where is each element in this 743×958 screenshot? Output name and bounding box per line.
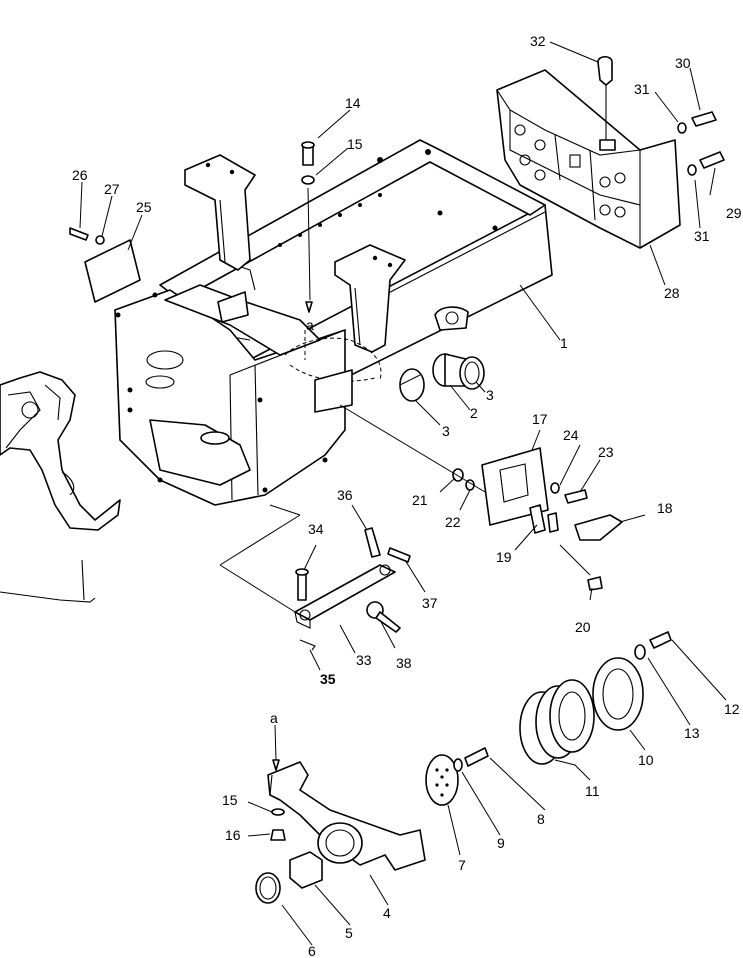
label-part-10: 10 (638, 752, 654, 768)
reference-mark-a-bottom: a (270, 710, 278, 726)
label-part-33: 33 (356, 652, 372, 668)
rear-axle-support (255, 724, 426, 904)
frame-bolt-holes (115, 149, 498, 493)
label-part-3-left: 3 (442, 423, 450, 439)
counterweight (496, 55, 681, 249)
label-part-12: 12 (724, 701, 740, 717)
label-part-37: 37 (422, 595, 438, 611)
label-part-8: 8 (537, 811, 545, 827)
reference-mark-a-top: a (306, 317, 314, 333)
label-part-15-bottom: 15 (222, 792, 238, 808)
label-part-24: 24 (563, 427, 579, 443)
label-part-2: 2 (470, 405, 478, 421)
label-part-26: 26 (72, 167, 88, 183)
label-part-11: 11 (585, 783, 600, 799)
label-part-18: 18 (657, 500, 673, 516)
label-part-17: 17 (532, 411, 548, 427)
label-part-23: 23 (598, 444, 614, 460)
link-bar-assembly (294, 527, 411, 651)
label-part-21: 21 (412, 492, 428, 508)
leader-lines (79, 41, 727, 946)
label-part-31-top: 31 (634, 81, 650, 97)
main-frame (114, 139, 553, 506)
label-part-35: 35 (320, 671, 336, 687)
label-part-28: 28 (664, 285, 680, 301)
pivot-bushing-and-seals (399, 353, 485, 402)
label-part-16: 16 (225, 827, 241, 843)
label-part-27: 27 (104, 181, 120, 197)
label-part-36: 36 (337, 487, 353, 503)
label-part-32: 32 (530, 33, 546, 49)
counterweight-bolts (677, 111, 725, 176)
label-part-1: 1 (560, 335, 568, 351)
label-part-15-top: 15 (347, 136, 363, 152)
label-part-7: 7 (458, 857, 466, 873)
label-part-14: 14 (345, 95, 361, 111)
label-part-6: 6 (308, 943, 316, 958)
label-part-19: 19 (496, 549, 512, 565)
label-part-38: 38 (396, 655, 412, 671)
label-part-13: 13 (684, 725, 700, 741)
cover-plate-7 (425, 747, 489, 806)
label-part-29: 29 (726, 205, 742, 221)
cover-plate-25 (69, 227, 141, 303)
label-part-20: 20 (575, 619, 591, 635)
shims-and-bearing-ring (519, 631, 672, 765)
label-part-3-right: 3 (486, 387, 494, 403)
part-number-labels: 1 2 3 3 4 5 6 7 8 9 10 11 12 13 14 15 15… (72, 33, 742, 958)
label-part-5: 5 (345, 925, 353, 941)
label-part-9: 9 (497, 835, 505, 851)
access-cover-assembly (452, 447, 623, 591)
top-bolt-14 (301, 141, 315, 313)
label-part-31-bottom: 31 (694, 228, 710, 244)
label-part-30: 30 (675, 55, 691, 71)
label-part-22: 22 (445, 514, 461, 530)
label-part-34: 34 (308, 521, 324, 537)
label-part-4: 4 (383, 905, 391, 921)
left-linkage-fragment (0, 371, 121, 603)
label-part-25: 25 (136, 199, 152, 215)
